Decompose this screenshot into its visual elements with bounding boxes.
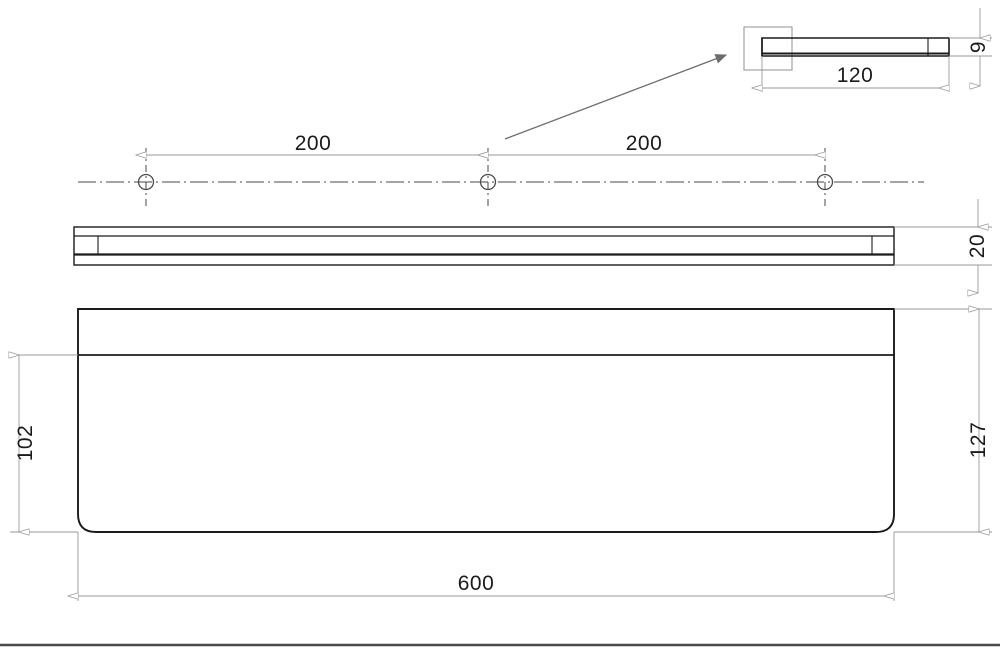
detail-leader-arrow: [504, 54, 728, 140]
dimension-label-127: 127: [967, 422, 990, 459]
dimension-label-102: 102: [14, 425, 37, 462]
leader-line: [504, 54, 728, 140]
edge-profile-view: 20: [73, 199, 992, 293]
profile-outline: [73, 226, 895, 266]
hole-right: [816, 148, 834, 206]
panel-outline: [77, 308, 895, 533]
hole-circle: [479, 173, 497, 191]
dimension-label-20: 20: [966, 234, 989, 258]
top-view: 200 200: [78, 132, 924, 206]
hole-center: [479, 148, 497, 206]
dimension-label-200-left: 200: [295, 132, 332, 155]
hole-circle: [816, 173, 834, 191]
hole-left: [137, 148, 155, 206]
dimension-label-120: 120: [837, 64, 874, 87]
hole-circle: [137, 173, 155, 191]
detail-bracket-block: [743, 26, 793, 71]
front-view: 102 127 600: [10, 309, 992, 601]
side-detail-view: 120 9: [743, 8, 992, 92]
dimension-label-600: 600: [458, 572, 495, 595]
dimension-label-200-right: 200: [626, 132, 663, 155]
dimension-label-9: 9: [967, 41, 990, 53]
